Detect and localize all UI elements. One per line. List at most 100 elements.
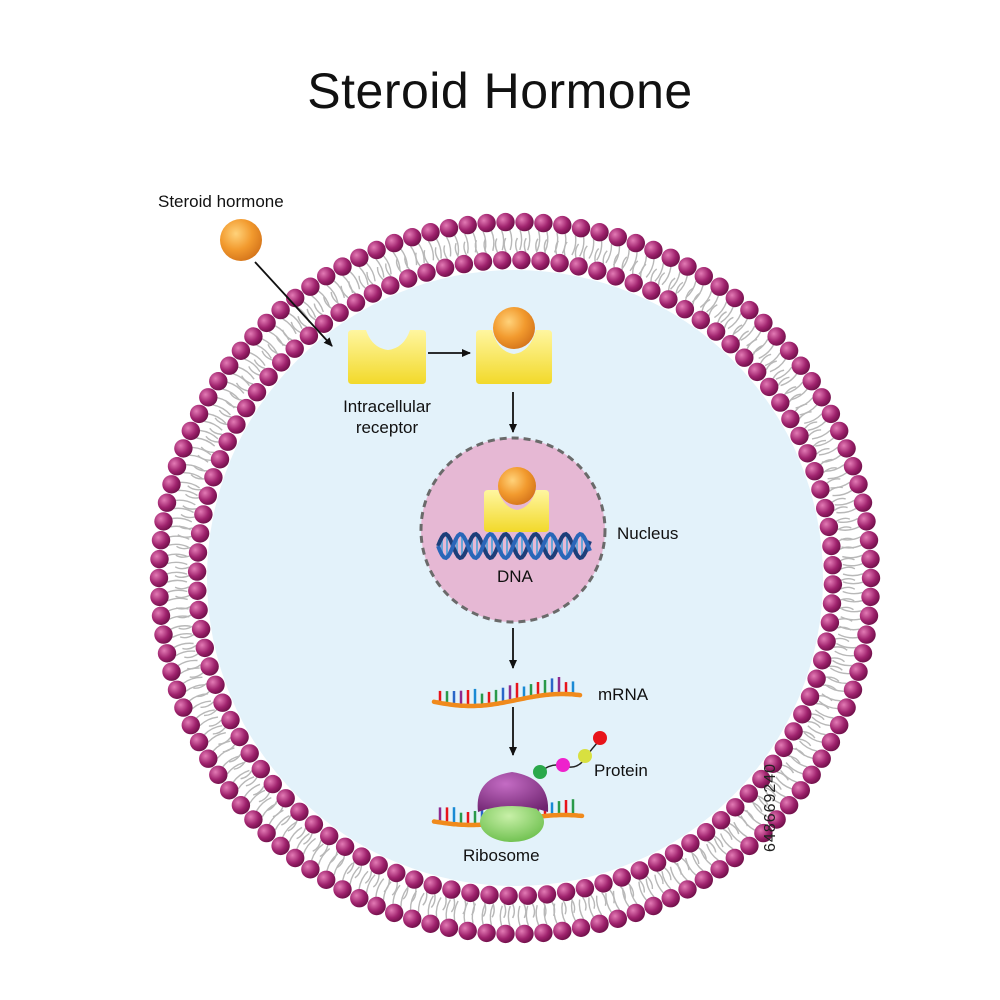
lipid-tail	[707, 840, 717, 853]
lipid-head-inner	[499, 886, 518, 906]
lipid-tail	[841, 608, 862, 613]
lipid-tail	[842, 590, 863, 595]
lipid-tail	[411, 888, 417, 903]
lipid-head-outer	[477, 923, 496, 943]
lipid-tail	[435, 897, 442, 918]
amino-acid-red	[593, 731, 607, 745]
lipid-tail	[570, 900, 577, 922]
lipid-head-inner	[454, 254, 474, 274]
lipid-tail	[775, 366, 793, 380]
lipid-head-inner	[813, 651, 832, 670]
lipid-tail	[196, 437, 216, 447]
lipid-head-inner	[206, 675, 225, 694]
lipid-tail	[627, 883, 635, 897]
lipid-head-inner	[381, 276, 400, 295]
lipid-head-outer	[154, 512, 173, 531]
lipid-head-inner	[247, 383, 267, 402]
lipid-tail	[669, 866, 681, 885]
lipid-head-outer	[244, 327, 263, 346]
lipid-tail	[811, 716, 831, 727]
lipid-tail	[182, 676, 203, 684]
lipid-tail	[544, 231, 549, 252]
lipid-tail	[840, 577, 856, 582]
lipid-head-outer	[174, 698, 193, 717]
lipid-head-inner	[675, 300, 695, 319]
lipid-tail	[839, 526, 860, 531]
lipid-tail	[366, 262, 376, 282]
intracellular-receptor-label-line1: Intracellular	[343, 397, 431, 416]
lipid-tail	[434, 247, 440, 262]
lipid-head-outer	[350, 889, 369, 908]
ribosome-small-subunit	[480, 802, 544, 842]
lipid-head-inner	[435, 258, 455, 277]
lipid-head-outer	[779, 341, 799, 360]
lipid-tail	[840, 557, 855, 562]
lipid-tail	[781, 764, 795, 774]
lipid-head-outer	[189, 404, 209, 424]
lipid-head-outer	[849, 662, 868, 681]
lipid-tail	[503, 237, 507, 253]
dna-label: DNA	[497, 567, 533, 586]
lipid-tail	[288, 826, 303, 843]
lipid-head-outer	[812, 388, 831, 407]
lipid-tail	[811, 713, 825, 721]
lipid-tail	[833, 506, 848, 512]
lipid-tail	[196, 690, 210, 698]
lipid-head-outer	[812, 749, 831, 768]
lipid-tail	[828, 486, 843, 492]
lipid-tail	[366, 271, 374, 286]
lipid-head-outer	[257, 313, 276, 333]
lipid-tail	[638, 881, 648, 901]
lipid-head-inner	[330, 303, 349, 322]
lipid-head-inner	[624, 273, 643, 293]
lipid-tail	[364, 870, 373, 884]
lipid-tail	[784, 386, 797, 396]
lipid-tail	[392, 251, 401, 271]
lipid-tail	[536, 230, 541, 252]
lipid-tail	[427, 895, 434, 916]
lipid-head-outer	[725, 288, 744, 308]
lipid-tail	[333, 280, 346, 299]
lipid-tail	[182, 505, 197, 510]
lipid-tail	[249, 352, 266, 366]
lipid-tail	[191, 700, 212, 710]
lipid-head-inner	[805, 462, 824, 481]
lipid-head-outer	[154, 625, 173, 644]
lipid-head-outer	[286, 848, 305, 868]
lipid-tail	[816, 448, 830, 455]
lipid-head-outer	[271, 300, 290, 320]
lipid-tail	[358, 266, 369, 285]
lipid-tail	[842, 562, 863, 567]
lipid-tail	[306, 308, 317, 321]
lipid-tail	[827, 472, 848, 480]
lipid-tail	[193, 465, 208, 472]
lipid-tail	[785, 381, 804, 395]
lipid-head-outer	[608, 228, 627, 247]
lipid-tail	[214, 417, 228, 426]
lipid-tail	[311, 295, 324, 313]
lipid-tail	[645, 258, 655, 278]
lipid-head-outer	[754, 313, 773, 333]
lipid-tail	[758, 797, 774, 812]
lipid-head-outer	[151, 531, 171, 550]
lipid-tail	[313, 303, 323, 316]
lipid-tail	[175, 650, 196, 657]
lipid-tail	[661, 871, 672, 890]
intracellular-receptor-label-line2: receptor	[355, 418, 419, 437]
lipid-tail	[519, 229, 523, 251]
lipid-tail	[511, 903, 516, 919]
lipid-head-outer	[157, 493, 177, 512]
lipid-tail	[178, 525, 193, 530]
lipid-tail	[588, 238, 595, 259]
lipid-tail	[481, 904, 486, 925]
lipid-head-outer	[608, 909, 627, 928]
lipid-head-outer	[821, 732, 841, 752]
lipid-head-inner	[195, 638, 214, 658]
lipid-tail	[570, 898, 576, 914]
ribosome-large-subunit	[477, 772, 549, 812]
lipid-head-outer	[740, 300, 759, 320]
lipid-head-inner	[816, 498, 835, 518]
lipid-head-outer	[317, 267, 336, 286]
lipid-head-inner	[798, 444, 817, 463]
lipid-head-inner	[793, 705, 812, 724]
